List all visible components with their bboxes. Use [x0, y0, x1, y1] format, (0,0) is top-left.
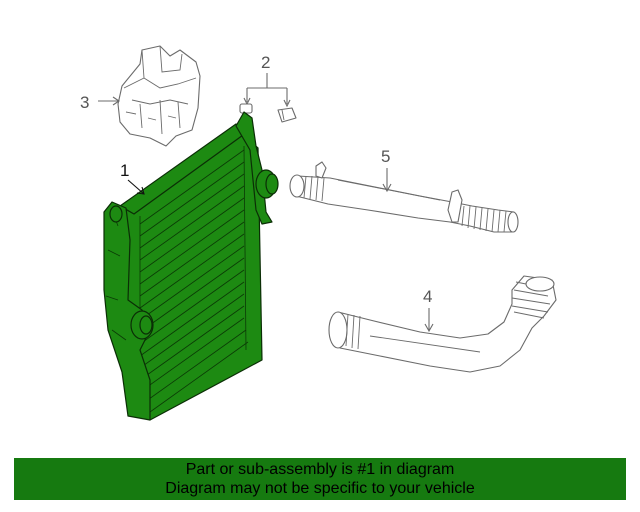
callout-4: 4 — [423, 287, 432, 306]
diagram-notice-banner: Part or sub-assembly is #1 in diagram Di… — [14, 458, 626, 500]
intercooler-part-1[interactable] — [103, 111, 279, 421]
notice-line-1: Part or sub-assembly is #1 in diagram — [185, 461, 455, 478]
leader-1 — [127, 179, 145, 195]
leader-2 — [246, 73, 288, 104]
cooler-fins — [139, 145, 249, 413]
callout-2: 2 — [261, 53, 270, 72]
clip-part-2b[interactable] — [277, 107, 297, 123]
notice-line-2: Diagram may not be specific to your vehi… — [165, 480, 475, 497]
clip-part-2a[interactable] — [239, 103, 253, 114]
callout-3: 3 — [80, 93, 89, 112]
callout-1: 1 — [120, 161, 129, 180]
hose-part-5[interactable] — [289, 161, 519, 233]
hose-part-4[interactable] — [328, 275, 557, 373]
bracket-part-3[interactable] — [117, 45, 201, 147]
callout-5: 5 — [381, 147, 390, 166]
